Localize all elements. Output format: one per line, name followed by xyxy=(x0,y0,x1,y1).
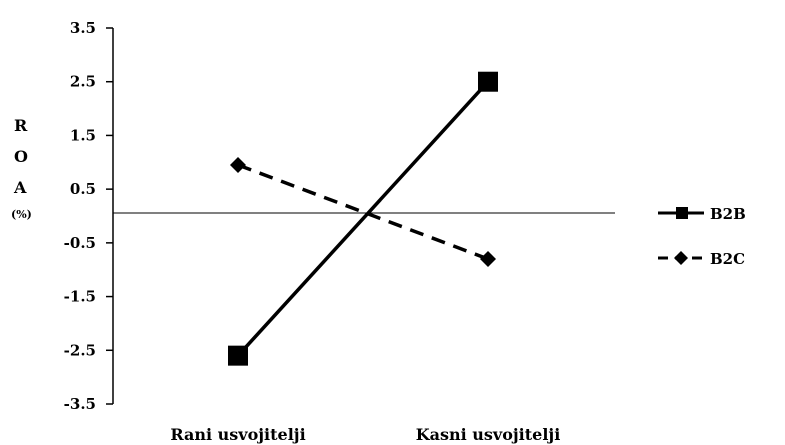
y-axis-title-unit: (%) xyxy=(11,208,32,221)
y-tick-labels: 3.5 2.5 1.5 0.5 -0.5 -1.5 -2.5 -3.5 xyxy=(64,19,96,413)
y-tick-label: 2.5 xyxy=(70,73,96,91)
y-tick-label: -0.5 xyxy=(64,234,96,252)
series-group xyxy=(228,71,498,366)
y-tick-label: 0.5 xyxy=(70,180,96,198)
series-line-b2b xyxy=(236,80,490,357)
y-tick-label: 1.5 xyxy=(70,126,96,144)
y-axis xyxy=(106,27,114,405)
legend-label-b2b: B2B xyxy=(710,205,746,223)
legend: B2B B2C xyxy=(658,205,746,268)
y-axis-title-letter-r: R xyxy=(14,116,28,135)
point-marker-b2b xyxy=(478,71,498,92)
legend-marker-b2c xyxy=(674,251,688,265)
y-axis-title-letter-o: O xyxy=(14,147,28,166)
legend-marker-b2b xyxy=(676,207,688,219)
y-axis-title-letter-a: A xyxy=(13,178,27,197)
y-tick-label: -1.5 xyxy=(64,288,96,306)
point-marker-b2c xyxy=(230,156,246,173)
series-line-b2c xyxy=(237,163,489,261)
category-label: Kasni usvojitelji xyxy=(416,425,561,444)
category-labels: Rani usvojitelji Kasni usvojitelji xyxy=(170,425,560,444)
y-axis-title: R O A (%) xyxy=(11,116,32,221)
y-tick-label: -3.5 xyxy=(64,395,96,413)
y-tick-label: -2.5 xyxy=(64,341,96,359)
point-marker-b2c xyxy=(480,250,496,267)
category-label: Rani usvojitelji xyxy=(170,425,305,444)
y-tick-label: 3.5 xyxy=(70,19,96,37)
point-marker-b2b xyxy=(228,345,248,366)
legend-label-b2c: B2C xyxy=(710,250,745,268)
